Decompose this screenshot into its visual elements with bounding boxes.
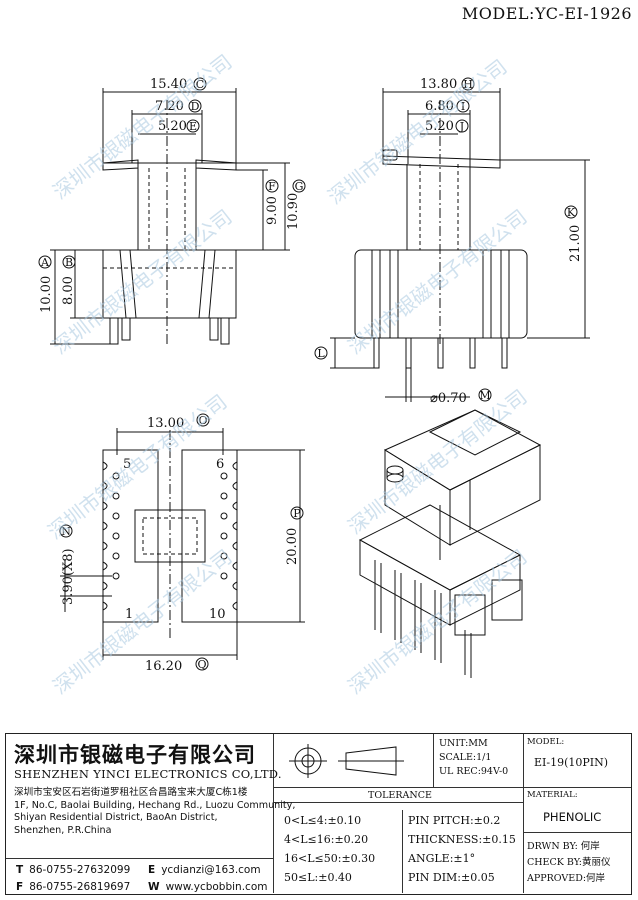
watermark-5: 深圳市银磁电子有限公司 — [43, 390, 231, 544]
side-view — [330, 88, 590, 402]
model-label: MODEL: — [527, 737, 565, 747]
dim-i: 6.80 — [425, 99, 454, 114]
tel-label: T — [16, 864, 24, 876]
fax-row: F 86-0755-26819697 — [16, 881, 130, 893]
email-label: E — [148, 864, 156, 876]
tolerance-left-1: 0<L≤4:±0.10 — [284, 814, 362, 827]
unit: UNIT:MM — [439, 738, 488, 749]
dim-f: 9.00 — [265, 196, 280, 225]
dim-b: 8.00 — [61, 276, 76, 305]
tolerance-left-4: 50≤L:±0.40 — [284, 871, 352, 884]
dim-j: 5.20 — [425, 119, 454, 134]
tel-value: 86-0755-27632099 — [29, 864, 131, 876]
model-title: MODEL:YC-EI-1926 — [461, 4, 632, 23]
label-h: H — [463, 78, 473, 91]
pin-label-1: 1 — [125, 607, 133, 622]
tolerance-left-3: 16<L≤50:±0.30 — [284, 852, 376, 865]
dim-o: 13.00 — [147, 416, 184, 431]
watermark-3: 深圳市银磁电子有限公司 — [48, 205, 236, 359]
projection-symbol-icon — [289, 744, 404, 778]
company-address: 深圳市宝安区石岩街道罗租社区合昌路宝来大厦C栋1楼 1F, No.C, Baol… — [14, 787, 295, 837]
address-line: 1F, No.C, Baolai Building, Hechang Rd., … — [14, 799, 296, 811]
email-value: ycdianzi@163.com — [161, 864, 261, 876]
ul-rec: UL REC:94V-0 — [439, 766, 509, 777]
dim-p: 20.00 — [285, 528, 300, 565]
label-o: O — [198, 414, 207, 427]
pin-label-10: 10 — [209, 607, 226, 622]
address-line: Shiyan Residential District, BaoAn Distr… — [14, 812, 218, 824]
watermark-8: 深圳市银磁电子有限公司 — [343, 545, 531, 699]
address-line: Shenzhen, P.R.China — [14, 824, 112, 836]
tolerance-right-1: PIN PITCH:±0.2 — [408, 814, 501, 827]
company-name-en: SHENZHEN YINCI ELECTRONICS CO,LTD. — [14, 767, 282, 781]
dim-d: 7.20 — [155, 99, 184, 114]
approved-by: APPROVED:何岸 — [527, 873, 606, 884]
label-k: K — [567, 206, 576, 219]
material-label: MATERIAL: — [527, 790, 578, 800]
dim-a: 10.00 — [39, 276, 54, 313]
model-value: EI-19(10PIN) — [534, 756, 609, 769]
dim-k: 21.00 — [568, 225, 583, 262]
check-by: CHECK BY:黄丽仪 — [527, 857, 611, 868]
dim-n: 3.90(X8) — [61, 548, 76, 605]
label-g: G — [295, 180, 304, 193]
bottom-view — [60, 428, 305, 660]
isometric-view — [358, 409, 542, 678]
tel-row: T 86-0755-27632099 — [16, 864, 130, 876]
dim-m: ⌀0.70 — [430, 391, 467, 406]
drawn-by: DRWN BY: 何岸 — [527, 841, 600, 852]
web-label: W — [148, 881, 160, 893]
fax-label: F — [16, 881, 24, 893]
label-f: F — [268, 180, 276, 193]
dim-q: 16.20 — [145, 659, 182, 674]
dim-g: 10.90 — [286, 193, 301, 230]
company-name-cn: 深圳市银磁电子有限公司 — [14, 743, 256, 767]
label-c: C — [196, 78, 204, 91]
pin-label-6: 6 — [216, 457, 224, 472]
label-a: A — [40, 256, 50, 269]
web-value: www.ycbobbin.com — [165, 881, 268, 893]
watermark-1: 深圳市银磁电子有限公司 — [48, 50, 236, 204]
dim-h: 13.80 — [420, 77, 457, 92]
label-l: L — [317, 347, 325, 360]
tolerance-right-2: THICKNESS:±0.15 — [408, 833, 516, 846]
tolerance-left-2: 4<L≤16:±0.20 — [284, 833, 369, 846]
technical-drawing: 15.40 7.20 5.20 13.80 6.80 5.20 ⌀0.70 13… — [38, 50, 590, 699]
title-block: 深圳市银磁电子有限公司 SHENZHEN YINCI ELECTRONICS C… — [5, 733, 632, 895]
scale: SCALE:1/1 — [439, 752, 492, 763]
tolerance-title: TOLERANCE — [368, 790, 432, 801]
label-e: E — [189, 120, 197, 133]
label-d: D — [191, 100, 200, 113]
fax-value: 86-0755-26819697 — [29, 881, 131, 893]
label-m: M — [479, 389, 490, 402]
label-p: P — [293, 507, 301, 520]
material-value: PHENOLIC — [543, 810, 602, 824]
label-j: J — [459, 120, 464, 133]
watermark-6: 深圳市银磁电子有限公司 — [343, 385, 531, 539]
tolerance-right-4: PIN DIM:±0.05 — [408, 871, 495, 884]
label-q: Q — [197, 658, 206, 671]
tolerance-right-3: ANGLE:±1° — [408, 852, 476, 865]
front-view — [50, 88, 290, 345]
dim-c: 15.40 — [150, 77, 187, 92]
watermark-2: 深圳市银磁电子有限公司 — [323, 55, 511, 209]
pin-label-5: 5 — [123, 457, 131, 472]
label-i: I — [461, 100, 465, 113]
address-line: 深圳市宝安区石岩街道罗租社区合昌路宝来大厦C栋1楼 — [14, 787, 248, 798]
label-b: B — [65, 256, 73, 269]
label-n: N — [61, 525, 71, 538]
dim-e: 5.20 — [158, 119, 187, 134]
